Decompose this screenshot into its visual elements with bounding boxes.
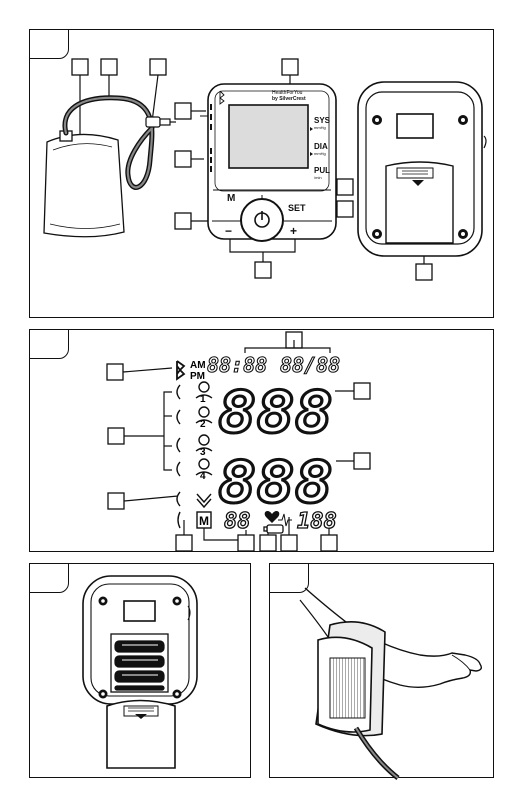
lcd-memory-digits: 88 (224, 509, 251, 534)
lcd-user-1: 1 (200, 394, 206, 405)
minus-button[interactable]: − (225, 224, 232, 238)
device-brand-line2: by SilverCrest (272, 96, 306, 102)
lcd-dia-digits: 888 (218, 448, 333, 516)
cuff-icon (44, 131, 124, 237)
plus-button[interactable]: + (290, 224, 297, 238)
lcd-user-2: 2 (200, 419, 206, 430)
user-icons (177, 382, 212, 528)
arm-cuff-icon (316, 622, 385, 736)
device-dia-unit: mmHg (314, 151, 326, 156)
device-sys-label: SYS (314, 116, 330, 125)
lcd-sys-digits: 888 (218, 378, 333, 446)
lcd-user-4: 4 (200, 471, 206, 482)
start-button[interactable] (241, 199, 283, 241)
device-pul-label: PUL (314, 166, 330, 175)
lcd-pulse-digits: 188 (297, 509, 337, 534)
device-pul-unit: /min (314, 175, 322, 180)
lcd-date: 88/88 (280, 353, 340, 377)
memory-button[interactable]: M (227, 193, 235, 204)
lcd-user-3: 3 (200, 447, 206, 458)
lcd-pm: PM (190, 371, 205, 382)
lcd-bluetooth-icon (177, 361, 184, 379)
lcd-time: 88:88 (207, 353, 267, 377)
battery-icon (264, 525, 283, 533)
device-dia-label: DIA (314, 142, 328, 151)
battery-cover (107, 701, 175, 769)
lcd-memory-letter: M (199, 514, 209, 528)
lcd-am: AM (190, 360, 206, 371)
device-sys-unit: mmHg (314, 125, 326, 130)
tube-plug-icon (146, 117, 176, 127)
set-button[interactable]: SET (288, 203, 306, 213)
